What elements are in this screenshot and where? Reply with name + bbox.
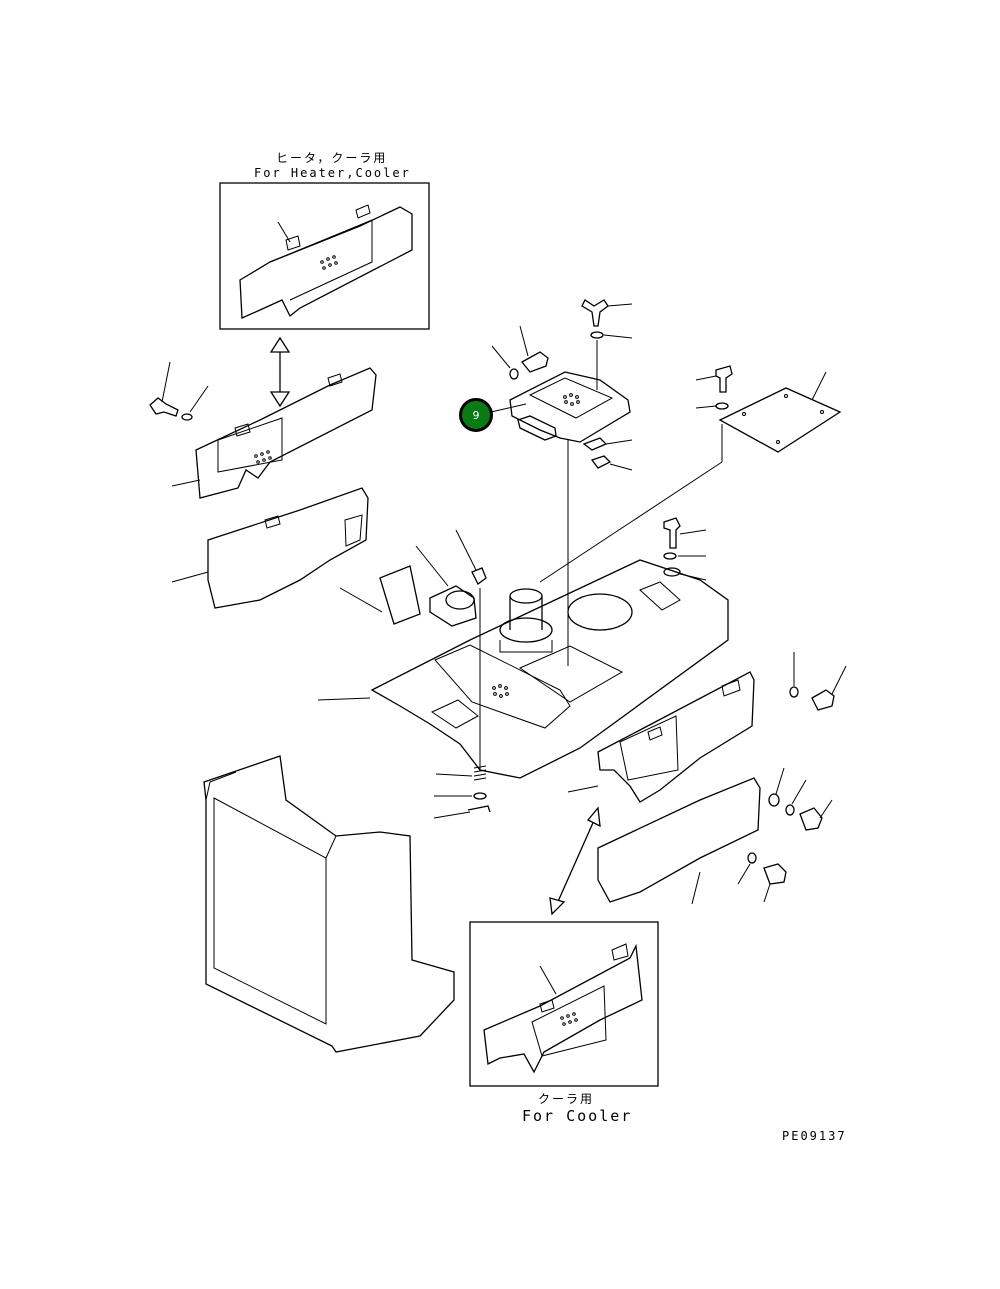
left-cover-panel xyxy=(171,367,377,609)
inset-bottom-caption-jp: クーラ用 xyxy=(538,1092,595,1106)
double-arrow-bottom xyxy=(549,806,601,916)
right-cover-plate xyxy=(539,365,842,583)
vent-holes-bottom-inset xyxy=(560,1012,578,1026)
bolts-right-side xyxy=(737,652,847,903)
inset-top-caption-en: For Heater,Cooler xyxy=(254,166,411,180)
inset-bottom-caption-en: For Cooler xyxy=(522,1107,633,1125)
inset-top-heater-cooler xyxy=(219,182,430,330)
small-brackets xyxy=(339,529,487,770)
spring-washer-pin xyxy=(433,765,491,819)
vent-holes-cover xyxy=(563,393,580,406)
inset-bottom-cooler xyxy=(469,921,659,1087)
right-lower-panel xyxy=(567,671,761,905)
bolt-cover-left xyxy=(491,325,549,380)
bolts-right-stack xyxy=(663,517,707,581)
double-arrow-top xyxy=(269,336,291,408)
part-callout-9[interactable]: 9 xyxy=(459,398,493,432)
inspection-cover-plate xyxy=(490,371,631,443)
main-floor-frame xyxy=(317,559,729,779)
drawing-code: PE09137 xyxy=(782,1129,847,1143)
radiator-guard xyxy=(203,755,455,1053)
vent-holes-top-inset xyxy=(320,255,338,270)
part-callout-number: 9 xyxy=(472,408,480,422)
filler-neck xyxy=(499,588,553,653)
wing-bolt xyxy=(581,299,633,390)
vent-holes-frame xyxy=(492,684,509,698)
vent-holes-left-panel xyxy=(254,450,272,464)
clip-and-pin xyxy=(582,437,633,471)
inset-top-caption-jp: ヒータ，クーラ用 xyxy=(276,151,388,165)
bolt-left xyxy=(149,361,209,421)
